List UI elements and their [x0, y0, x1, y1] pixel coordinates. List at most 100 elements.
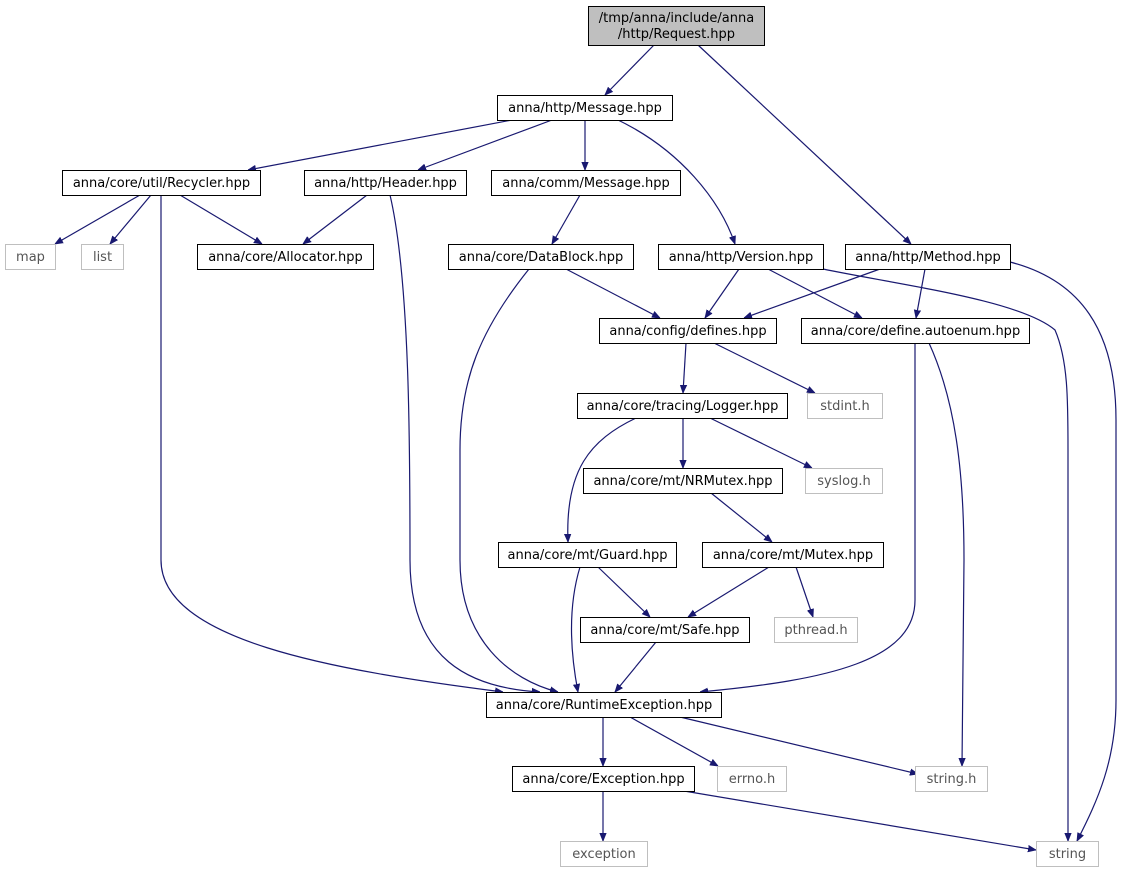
node-label: anna/comm/Message.hpp — [502, 176, 669, 191]
node-defines[interactable]: anna/config/defines.hpp — [599, 318, 777, 344]
edge-version-to-autoenum — [767, 268, 862, 319]
node-label: string — [1049, 847, 1086, 862]
node-box — [580, 617, 750, 643]
edge-http_message-to-version — [617, 119, 735, 244]
node-label: anna/core/util/Recycler.hpp — [73, 176, 250, 191]
node-box — [498, 542, 677, 568]
node-label: anna/core/RuntimeException.hpp — [496, 698, 712, 713]
edge-runtimeexc-to-string_h — [679, 716, 918, 774]
node-errno: errno.h — [717, 766, 787, 792]
node-label: stdint.h — [820, 399, 869, 414]
edge-autoenum-to-runtimeexc — [700, 343, 916, 692]
edge-http_message-to-http_header — [418, 119, 553, 170]
node-box — [845, 244, 1011, 270]
node-box — [512, 766, 695, 792]
node-recycler[interactable]: anna/core/util/Recycler.hpp — [62, 170, 261, 196]
edge-recycler-to-list — [110, 194, 152, 244]
node-box — [197, 244, 374, 270]
node-box — [807, 393, 883, 419]
nodes-layer: /tmp/anna/include/anna/http/Request.hpp a… — [5, 6, 1099, 867]
node-list: list — [81, 244, 124, 270]
node-box — [805, 468, 883, 494]
edge-method-to-autoenum — [916, 268, 926, 318]
node-autoenum[interactable]: anna/core/define.autoenum.hpp — [801, 318, 1030, 344]
node-exception: exception — [560, 841, 648, 867]
node-box — [915, 766, 988, 792]
node-label: syslog.h — [817, 474, 870, 489]
edges-layer — [55, 44, 1117, 850]
node-stdint: stdint.h — [807, 393, 883, 419]
node-label: anna/http/Header.hpp — [314, 176, 457, 191]
node-runtimeexc[interactable]: anna/core/RuntimeException.hpp — [486, 692, 722, 718]
node-datablock[interactable]: anna/core/DataBlock.hpp — [448, 244, 634, 270]
edge-exception_hpp-to-string — [683, 790, 1036, 850]
edge-version-to-defines — [705, 268, 740, 318]
node-nrmutex[interactable]: anna/core/mt/NRMutex.hpp — [583, 468, 783, 494]
edge-http_message-to-recycler — [248, 119, 513, 170]
edge-version-to-string — [822, 268, 1068, 841]
edge-logger-to-syslog — [709, 417, 812, 469]
edge-recycler-to-allocator — [179, 194, 262, 244]
node-label: anna/core/mt/NRMutex.hpp — [593, 474, 772, 489]
node-box — [658, 244, 824, 270]
edge-runtimeexc-to-errno — [629, 716, 718, 767]
edge-mutex-to-safe — [688, 566, 770, 617]
edge-guard-to-safe — [597, 566, 650, 617]
node-method[interactable]: anna/http/Method.hpp — [845, 244, 1011, 270]
node-box — [717, 766, 787, 792]
node-box — [448, 244, 634, 270]
node-label: anna/core/define.autoenum.hpp — [811, 324, 1020, 339]
node-label: errno.h — [729, 772, 776, 787]
node-comm_message[interactable]: anna/comm/Message.hpp — [491, 170, 681, 196]
node-logger[interactable]: anna/core/tracing/Logger.hpp — [577, 393, 788, 419]
node-label: /http/Request.hpp — [618, 27, 735, 42]
node-version[interactable]: anna/http/Version.hpp — [658, 244, 824, 270]
node-label: anna/http/Message.hpp — [508, 101, 662, 116]
node-label: list — [93, 250, 112, 265]
node-label: anna/core/mt/Mutex.hpp — [713, 548, 873, 563]
node-label: anna/config/defines.hpp — [609, 324, 766, 339]
node-label: anna/core/tracing/Logger.hpp — [587, 399, 779, 414]
node-box — [491, 170, 681, 196]
node-box — [599, 318, 777, 344]
edge-request-to-method — [697, 44, 911, 244]
edge-method-to-defines — [744, 268, 881, 318]
node-label: anna/http/Version.hpp — [669, 250, 814, 265]
node-label: anna/core/Allocator.hpp — [208, 250, 363, 265]
node-box — [1036, 841, 1099, 867]
node-label: exception — [572, 847, 636, 862]
node-allocator[interactable]: anna/core/Allocator.hpp — [197, 244, 374, 270]
node-http_message[interactable]: anna/http/Message.hpp — [497, 95, 673, 121]
node-request[interactable]: /tmp/anna/include/anna/http/Request.hpp — [588, 6, 765, 46]
node-label: /tmp/anna/include/anna — [599, 11, 754, 26]
edge-safe-to-runtimeexc — [615, 641, 657, 692]
edge-mutex-to-pthread — [795, 566, 813, 617]
node-label: anna/core/DataBlock.hpp — [459, 250, 623, 265]
node-label: anna/core/mt/Safe.hpp — [590, 623, 739, 638]
node-box — [5, 244, 56, 270]
edge-guard-to-runtimeexc — [570, 566, 581, 692]
node-pthread: pthread.h — [774, 617, 858, 643]
node-box — [774, 617, 858, 643]
node-map: map — [5, 244, 56, 270]
node-box — [583, 468, 783, 494]
edge-defines-to-stdint — [713, 342, 815, 394]
node-safe[interactable]: anna/core/mt/Safe.hpp — [580, 617, 750, 643]
node-string_h: string.h — [915, 766, 988, 792]
node-label: anna/core/mt/Guard.hpp — [508, 548, 668, 563]
node-box — [62, 170, 261, 196]
edge-datablock-to-runtimeexc — [459, 268, 558, 692]
node-mutex[interactable]: anna/core/mt/Mutex.hpp — [702, 542, 884, 568]
node-box — [560, 841, 648, 867]
node-http_header[interactable]: anna/http/Header.hpp — [304, 170, 467, 196]
node-string: string — [1036, 841, 1099, 867]
node-label: anna/http/Method.hpp — [855, 250, 1001, 265]
node-box — [304, 170, 467, 196]
node-exception_hpp[interactable]: anna/core/Exception.hpp — [512, 766, 695, 792]
node-label: pthread.h — [784, 623, 847, 638]
node-box — [702, 542, 884, 568]
node-guard[interactable]: anna/core/mt/Guard.hpp — [498, 542, 677, 568]
node-box — [801, 318, 1030, 344]
edge-http_header-to-runtimeexc — [389, 194, 540, 692]
